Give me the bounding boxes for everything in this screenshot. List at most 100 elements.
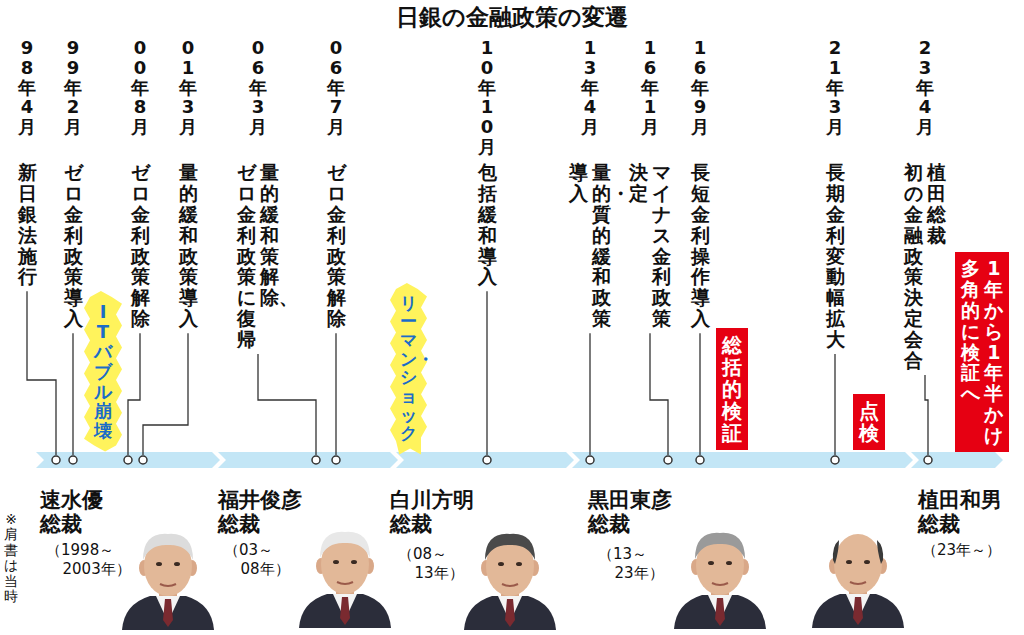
node-text: 点検 xyxy=(859,400,879,444)
leader-line xyxy=(834,354,835,455)
text-column: 量的緩和策解除、 xyxy=(260,162,279,308)
event-label: 植田総裁 初の金融政策決定会合 xyxy=(904,162,947,371)
leader-line xyxy=(650,333,668,455)
text-column: 多角的に検証へ xyxy=(961,258,980,404)
leader-line xyxy=(27,291,56,455)
text-line: 白川方明 xyxy=(390,488,474,512)
text-line: （03～ xyxy=(224,541,290,560)
text-line: 2003年） xyxy=(46,560,131,579)
text-line: （1998～ xyxy=(46,541,131,560)
term-label: （23年～） xyxy=(922,541,1001,560)
text-column: 23年4月 xyxy=(916,38,934,137)
governor-name: 白川方明 総裁 xyxy=(390,488,474,536)
portrait-illustration xyxy=(122,532,904,630)
text-column: 総括的検証 xyxy=(722,334,742,444)
text-column: 初の金融政策決定会合 xyxy=(904,162,923,371)
term-label: （03～ 08年） xyxy=(224,541,290,579)
event-label: 長期金利変動幅拡大 xyxy=(826,162,845,350)
node-text: 総括的検証 xyxy=(722,334,742,444)
text-column: 13年4月 xyxy=(581,38,599,137)
text-column: マイナス金利政策 xyxy=(652,162,671,329)
text-column: 10年10月 xyxy=(478,38,496,157)
text-column: ゼロ金利政策に復帰 xyxy=(237,162,256,350)
text-column: 1年から1年半かけ xyxy=(984,258,1003,446)
leader-line xyxy=(486,291,487,455)
event-label: 量的・質的緩和政策 導入 xyxy=(569,162,612,329)
date-label: 13年4月 xyxy=(581,38,599,137)
event-label: ゼロ金利政策導入 xyxy=(64,162,83,329)
text-column: 06年7月 xyxy=(327,38,345,137)
footnote: ※肩書は当時 xyxy=(4,512,18,604)
text-line: 総裁 xyxy=(40,512,103,536)
text-line: （08～ xyxy=(398,545,464,564)
text-line: 植田和男 xyxy=(918,488,1002,512)
text-column: 06年3月 xyxy=(249,38,267,137)
leader-line xyxy=(699,333,700,455)
date-label: 06年3月 xyxy=(249,38,267,137)
leader-line xyxy=(925,375,928,455)
text-line: （23年～） xyxy=(922,541,1001,560)
leader-line xyxy=(589,333,590,455)
term-label: （1998～ 2003年） xyxy=(46,541,131,579)
text-line: （13～ xyxy=(598,545,664,564)
text-column: 16年1月 xyxy=(641,38,659,137)
text-column: リーマン・ショック xyxy=(400,294,417,444)
text-column: 決定 xyxy=(629,162,648,204)
text-column: 植田総裁 xyxy=(927,162,946,246)
text-line: 08年） xyxy=(224,560,290,579)
starburst-callout: リーマン・ショック xyxy=(396,289,421,449)
date-label: 21年3月 xyxy=(826,38,844,137)
timeline-band xyxy=(36,452,1003,468)
date-label: 16年9月 xyxy=(691,38,709,137)
date-label: 00年8月 xyxy=(131,38,149,137)
text-column: 点検 xyxy=(859,400,879,444)
starburst-callout: ITバブル崩壊 xyxy=(90,297,116,446)
text-column: 00年8月 xyxy=(131,38,149,137)
text-column: ゼロ金利政策解除 xyxy=(327,162,346,329)
text-column: 98年4月 xyxy=(18,38,36,137)
text-line: 総裁 xyxy=(588,512,672,536)
red-note-box: 総括的検証 xyxy=(716,328,748,450)
date-label: 06年7月 xyxy=(327,38,345,137)
text-column: 導入 xyxy=(569,162,588,204)
date-label: 16年1月 xyxy=(641,38,659,137)
governor-name: 福井俊彦 総裁 xyxy=(218,488,302,536)
governor-name: 速水優 総裁 xyxy=(40,488,103,536)
leader-line xyxy=(143,333,188,455)
starburst-fill xyxy=(84,291,122,452)
leader-line xyxy=(72,333,73,455)
date-label: 98年4月 xyxy=(18,38,36,137)
leader-line xyxy=(335,333,336,455)
node-text: リーマン・ショック xyxy=(400,294,417,444)
text-line: 黒田東彦 xyxy=(588,488,672,512)
text-column: 新日銀法施行 xyxy=(18,162,37,287)
leader-line xyxy=(258,354,316,455)
text-column: 長短金利操作導入 xyxy=(691,162,710,329)
diagram-title: 日銀の金融政策の変遷 xyxy=(0,4,1024,32)
term-label: （13～ 23年） xyxy=(598,545,664,583)
governor-name: 植田和男 総裁 xyxy=(918,488,1002,536)
text-line: 総裁 xyxy=(390,512,474,536)
event-label: 包括緩和導入 xyxy=(478,162,497,287)
text-line: 総裁 xyxy=(918,512,1002,536)
text-column: 長期金利変動幅拡大 xyxy=(826,162,845,350)
date-label: 10年10月 xyxy=(478,38,496,157)
text-column: ITバブル崩壊 xyxy=(94,302,112,441)
governor-name: 黒田東彦 総裁 xyxy=(588,488,672,536)
text-line: 23年） xyxy=(598,564,664,583)
date-label: 23年4月 xyxy=(916,38,934,137)
event-label: 量的緩和策解除、 ゼロ金利政策に復帰 xyxy=(237,162,280,350)
term-label: （08～ 13年） xyxy=(398,545,464,583)
text-column: 21年3月 xyxy=(826,38,844,137)
text-column: 包括緩和導入 xyxy=(478,162,497,287)
starburst-fill xyxy=(390,283,427,455)
text-column: 16年9月 xyxy=(691,38,709,137)
text-column: 量的緩和政策導入 xyxy=(179,162,198,329)
red-note-box: 点検 xyxy=(853,394,885,450)
text-line: 福井俊彦 xyxy=(218,488,302,512)
text-column: 99年2月 xyxy=(64,38,82,137)
